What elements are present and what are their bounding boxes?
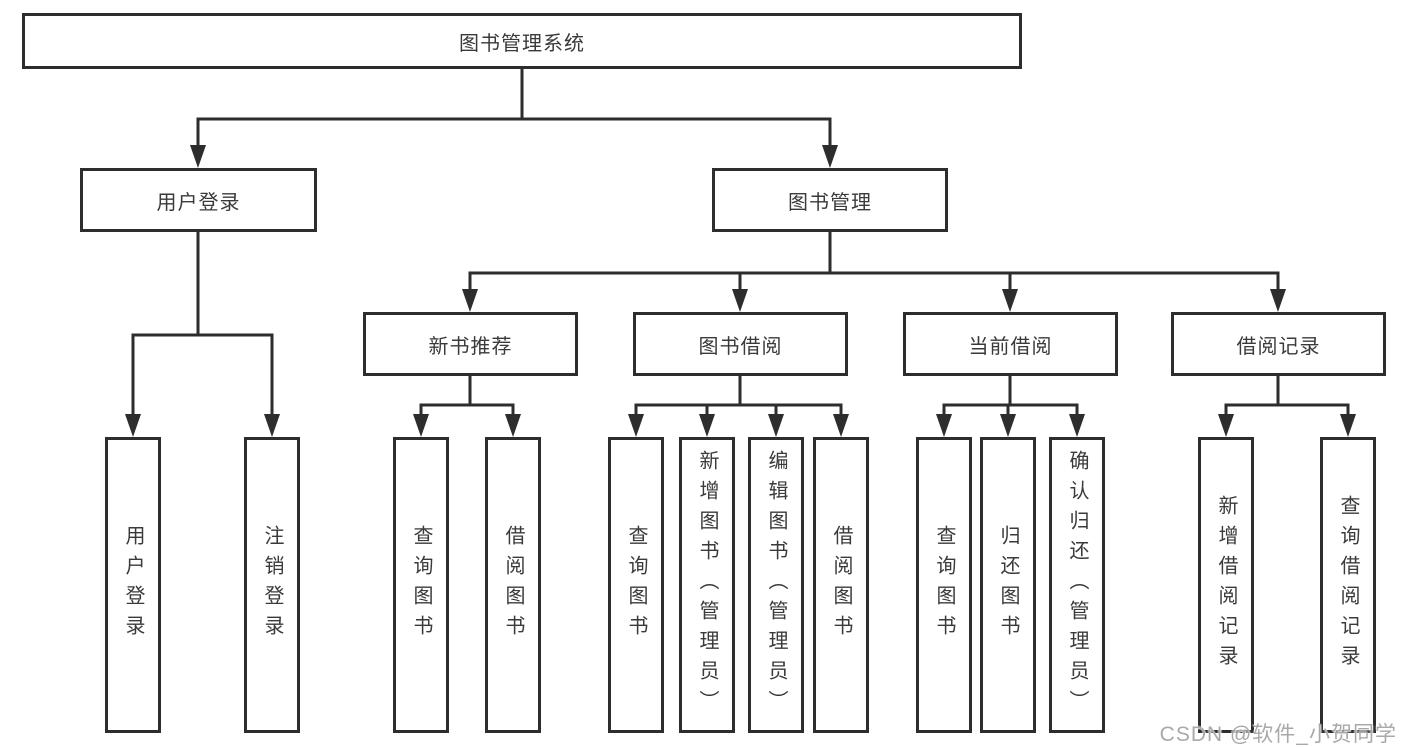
node-new-book-recommendation: 新书推荐 bbox=[363, 312, 578, 376]
leaf-label: 借阅图书 bbox=[502, 525, 524, 645]
leaf-label: 查询图书 bbox=[410, 525, 432, 645]
leaf-confirm-return-admin: 确认归还（管理员） bbox=[1049, 437, 1105, 733]
leaf-edit-book-admin: 编辑图书（管理员） bbox=[748, 437, 804, 733]
leaf-label: 注销登录 bbox=[261, 525, 283, 645]
node-label: 当前借阅 bbox=[968, 335, 1053, 358]
leaf-borrow-books-borrowing: 借阅图书 bbox=[813, 437, 869, 733]
node-label: 图书管理 bbox=[788, 191, 872, 214]
leaf-query-borrow-record: 查询借阅记录 bbox=[1320, 437, 1376, 733]
node-label: 图书管理系统 bbox=[459, 32, 585, 55]
leaf-label: 查询图书 bbox=[933, 525, 955, 645]
leaf-borrow-books-recommend: 借阅图书 bbox=[485, 437, 541, 733]
leaf-return-books: 归还图书 bbox=[980, 437, 1036, 733]
node-book-borrowing: 图书借阅 bbox=[633, 312, 848, 376]
leaf-label: 确认归还（管理员） bbox=[1066, 450, 1088, 720]
node-book-management: 图书管理 bbox=[712, 168, 948, 232]
leaf-add-book-admin: 新增图书（管理员） bbox=[679, 437, 735, 733]
node-user-login: 用户登录 bbox=[80, 168, 317, 232]
leaf-label: 编辑图书（管理员） bbox=[765, 450, 787, 720]
leaf-label: 用户登录 bbox=[122, 525, 144, 645]
watermark: CSDN @软件_小贺同学 bbox=[1159, 723, 1397, 746]
leaf-label: 新增图书（管理员） bbox=[696, 450, 718, 720]
leaf-query-books-current: 查询图书 bbox=[916, 437, 972, 733]
leaf-user-login: 用户登录 bbox=[105, 437, 161, 733]
node-label: 用户登录 bbox=[156, 191, 241, 214]
leaf-label: 借阅图书 bbox=[830, 525, 852, 645]
node-label: 图书借阅 bbox=[698, 335, 783, 358]
leaf-query-books-borrowing: 查询图书 bbox=[608, 437, 664, 733]
node-borrowing-records: 借阅记录 bbox=[1171, 312, 1386, 376]
leaf-label: 归还图书 bbox=[997, 525, 1019, 645]
leaf-query-books-recommend: 查询图书 bbox=[393, 437, 449, 733]
node-library-management-system: 图书管理系统 bbox=[22, 13, 1022, 69]
leaf-label: 查询图书 bbox=[625, 525, 647, 645]
node-label: 借阅记录 bbox=[1236, 335, 1321, 358]
leaf-add-borrow-record: 新增借阅记录 bbox=[1198, 437, 1254, 733]
leaf-label: 查询借阅记录 bbox=[1337, 495, 1359, 675]
leaf-logout: 注销登录 bbox=[244, 437, 300, 733]
leaf-label: 新增借阅记录 bbox=[1215, 495, 1237, 675]
node-current-borrowing: 当前借阅 bbox=[903, 312, 1118, 376]
node-label: 新书推荐 bbox=[428, 335, 513, 358]
